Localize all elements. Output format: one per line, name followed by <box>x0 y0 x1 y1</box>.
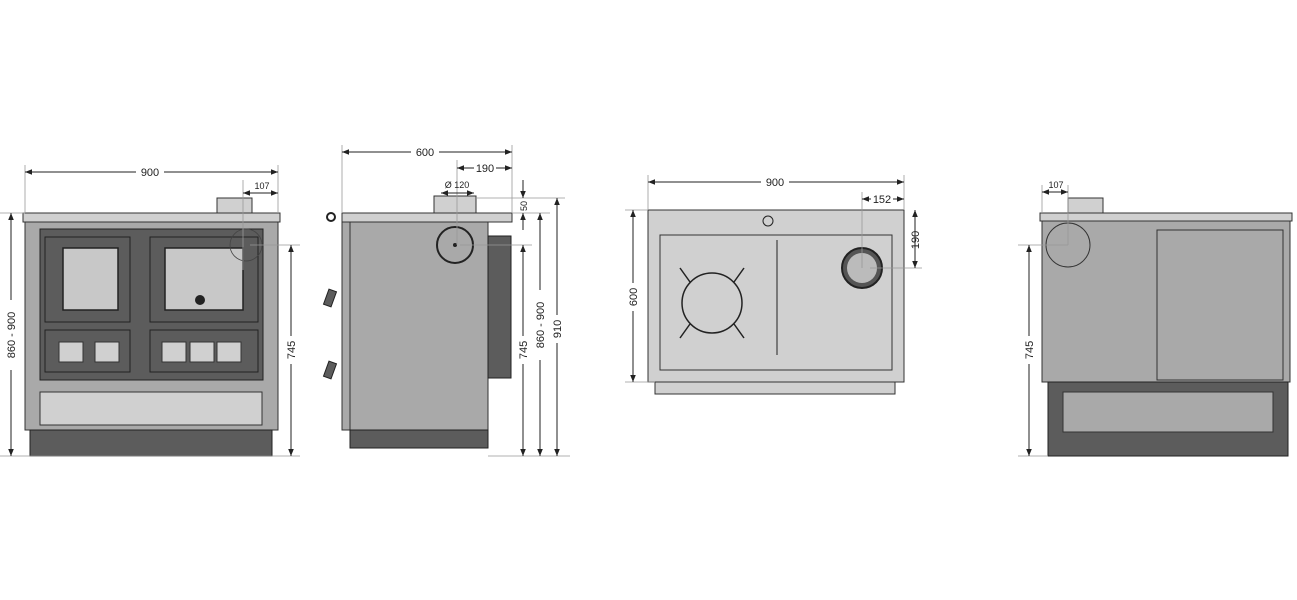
hob-plate <box>1039 212 1293 222</box>
hotplate-ring <box>681 272 743 334</box>
ring-marks <box>679 267 745 339</box>
vent-right-3 <box>216 341 242 363</box>
flue-cap <box>1067 197 1104 214</box>
flue-cap <box>216 197 253 214</box>
side-total-height-label: 910 <box>552 320 564 338</box>
drawer-back <box>1062 391 1274 433</box>
back-flue-offset-label: 107 <box>1048 180 1063 190</box>
top-flue-y-label: 190 <box>910 231 922 249</box>
handle-lower <box>322 360 338 380</box>
hob-plate <box>341 212 513 223</box>
front-edge <box>341 221 351 431</box>
back-view: 107 745 <box>1018 180 1293 457</box>
vent-left-2 <box>94 341 120 363</box>
front-view: 900 107 860 - 900 745 <box>0 165 300 457</box>
side-flue-height-label: 745 <box>518 341 530 359</box>
flue-collar-label: 50 <box>519 201 529 211</box>
plinth <box>29 429 273 457</box>
side-view: 600 190 Ø 120 50 745 860 - 900 910 <box>322 145 570 457</box>
top-depth-label: 600 <box>628 288 640 306</box>
side-depth-label: 600 <box>416 147 434 159</box>
front-height-label: 860 - 900 <box>6 312 18 358</box>
vent-right-2 <box>189 341 215 363</box>
flue-diameter-label: Ø 120 <box>445 180 470 190</box>
side-height-label: 860 - 900 <box>535 302 547 348</box>
front-flue-offset-label: 107 <box>254 181 269 191</box>
rail-end <box>326 212 336 222</box>
front-width-label: 900 <box>141 167 159 179</box>
front-rail <box>654 381 896 395</box>
vent-right-1 <box>161 341 187 363</box>
top-flue-x-label: 152 <box>873 194 891 206</box>
front-flue-height-label: 745 <box>286 341 298 359</box>
handle-upper <box>322 288 338 308</box>
oven-back-plate <box>1156 229 1284 381</box>
back-flue-box <box>487 235 512 379</box>
top-width-label: 900 <box>766 177 784 189</box>
flue-cap <box>433 195 477 214</box>
top-view: 900 152 190 600 <box>625 175 922 395</box>
back-flue-height-label: 745 <box>1024 341 1036 359</box>
hob-plate <box>22 212 281 223</box>
window-left <box>62 247 119 311</box>
plinth <box>349 429 489 449</box>
vent-left-1 <box>58 341 84 363</box>
logo-mark <box>762 215 774 227</box>
drawer <box>39 391 263 426</box>
side-flue-offset-label: 190 <box>476 163 494 175</box>
thermometer-icon <box>195 295 205 305</box>
side-panel <box>349 221 489 431</box>
